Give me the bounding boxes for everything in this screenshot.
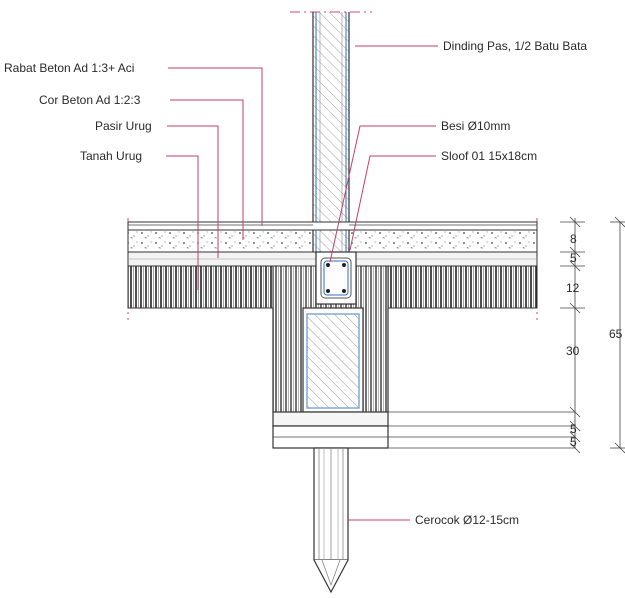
label-tanah-urug: Tanah Urug — [80, 149, 142, 163]
dim-30: 30 — [566, 344, 580, 358]
label-cerocok: Cerocok Ø12-15cm — [415, 513, 519, 527]
label-pasir-urug: Pasir Urug — [95, 119, 152, 133]
label-wall: Dinding Pas, 1/2 Batu Bata — [443, 39, 587, 53]
dim-5-top: 5 — [570, 251, 577, 265]
dim-12: 12 — [566, 281, 580, 295]
cerocok-pile — [313, 447, 349, 594]
label-rabat: Rabat Beton Ad 1:3+ Aci — [4, 61, 134, 75]
floor-layers — [127, 221, 538, 309]
dim-5-bottom: 5 — [570, 435, 577, 449]
rebar-dot — [326, 263, 330, 267]
foundation-trench — [272, 251, 575, 449]
rebar-dot — [342, 263, 346, 267]
label-cor-beton: Cor Beton Ad 1:2:3 — [39, 93, 141, 107]
rebar-dot — [326, 289, 330, 293]
dimension-lines: 8 5 12 30 65 5 5 — [560, 216, 625, 454]
brick-wall — [312, 12, 350, 252]
label-besi: Besi Ø10mm — [441, 119, 510, 133]
label-sloof: Sloof 01 15x18cm — [441, 149, 537, 163]
dim-65: 65 — [609, 327, 623, 341]
dim-5-mid: 5 — [570, 422, 577, 436]
dim-8: 8 — [570, 232, 577, 246]
rebar-dot — [342, 289, 346, 293]
annotations: Dinding Pas, 1/2 Batu Bata Rabat Beton A… — [4, 39, 587, 527]
